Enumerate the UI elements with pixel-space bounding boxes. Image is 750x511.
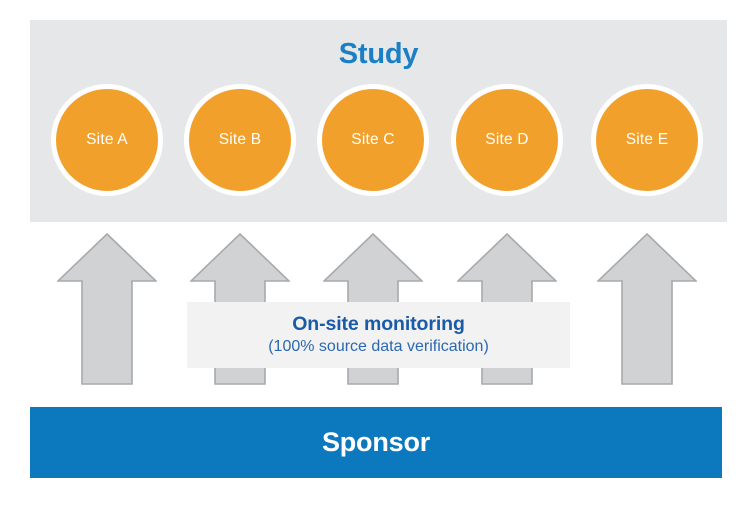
monitoring-subtitle: (100% source data verification) bbox=[268, 338, 489, 356]
arrow-up-site-e bbox=[597, 233, 697, 385]
arrow-up-icon bbox=[57, 233, 157, 385]
arrow-up-icon bbox=[597, 233, 697, 385]
site-circle-b[interactable]: Site B bbox=[184, 84, 296, 196]
site-circle-c[interactable]: Site C bbox=[317, 84, 429, 196]
site-label-a: Site A bbox=[86, 131, 128, 148]
arrow-up-site-a bbox=[57, 233, 157, 385]
site-label-e: Site E bbox=[625, 131, 669, 148]
monitoring-callout: On-site monitoring (100% source data ver… bbox=[187, 302, 570, 368]
site-label-d: Site D bbox=[485, 131, 529, 148]
sponsor-label: Sponsor bbox=[321, 427, 431, 457]
sponsor-bar: Sponsor bbox=[30, 407, 722, 478]
site-label-c: Site C bbox=[351, 131, 395, 148]
monitoring-title: On-site monitoring bbox=[292, 312, 465, 335]
site-circle-a[interactable]: Site A bbox=[51, 84, 163, 196]
study-title: Study bbox=[338, 38, 419, 70]
site-circle-e[interactable]: Site E bbox=[591, 84, 703, 196]
site-circle-d[interactable]: Site D bbox=[451, 84, 563, 196]
site-label-b: Site B bbox=[218, 131, 262, 148]
